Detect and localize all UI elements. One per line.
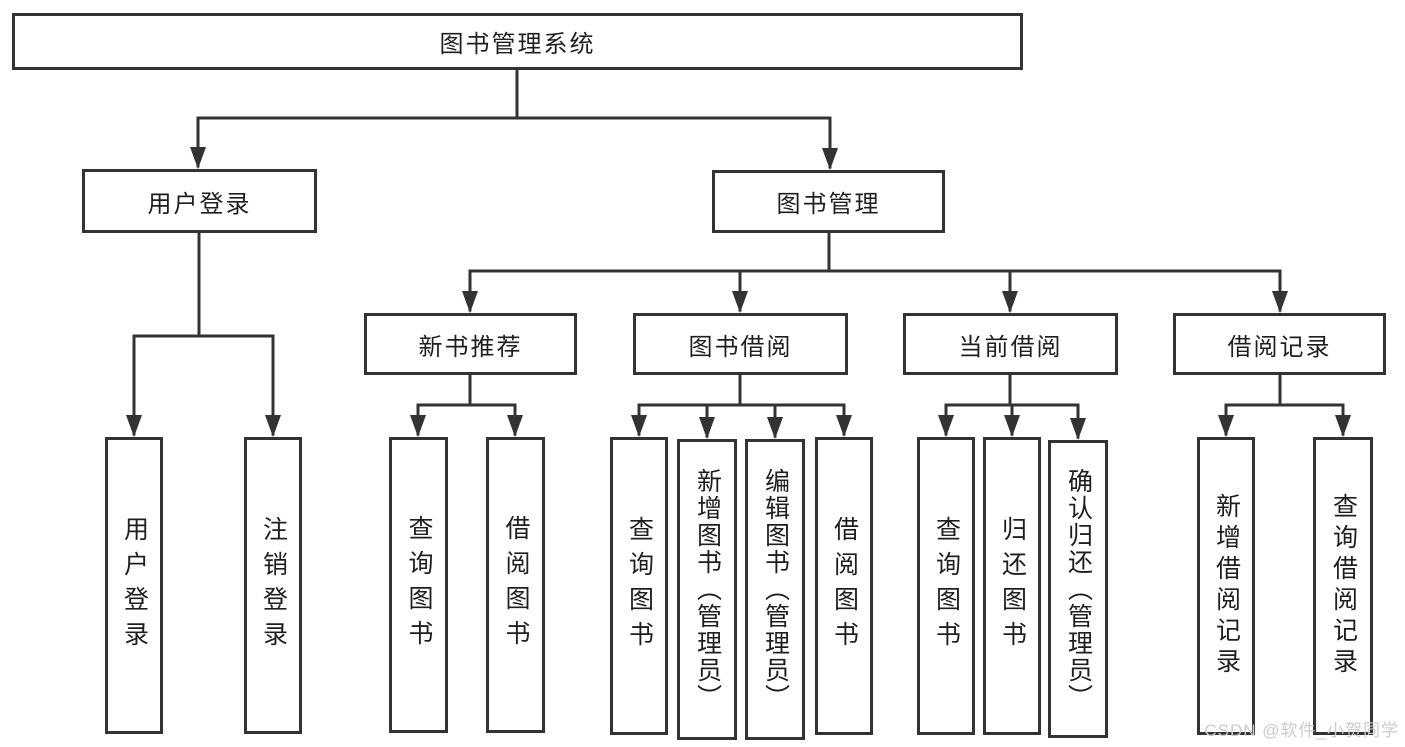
arrowhead-down-icon xyxy=(1218,415,1234,437)
node-label: 借阅图书 xyxy=(830,516,859,656)
node-cur-borrow: 当前借阅 xyxy=(903,313,1118,375)
node-label: 用户登录 xyxy=(147,190,252,218)
node-label: 图书管理 xyxy=(776,191,881,218)
node-label: 借阅记录 xyxy=(1227,333,1332,361)
node-book-mgmt: 图书管理 xyxy=(712,170,945,233)
node-login-out: 注销登录 xyxy=(244,437,302,734)
arrowhead-down-icon xyxy=(410,415,426,437)
node-label: 确认归还（管理员） xyxy=(1064,467,1093,711)
node-rec-query: 查询图书 xyxy=(389,437,448,733)
arrowhead-down-icon xyxy=(822,148,838,170)
arrowhead-down-icon xyxy=(699,417,715,439)
node-bor-add: 新增图书（管理员） xyxy=(677,439,737,740)
arrowhead-down-icon xyxy=(767,417,783,439)
node-label: 新增借阅记录 xyxy=(1212,493,1241,679)
node-label: 查询图书 xyxy=(625,516,654,656)
arrowhead-down-icon xyxy=(126,415,142,437)
node-label: 图书借阅 xyxy=(688,333,793,361)
node-label: 注销登录 xyxy=(259,515,288,656)
arrowhead-down-icon xyxy=(1272,291,1288,313)
watermark: CSDN @软件_小贺同学 xyxy=(1204,721,1399,740)
node-label: 当前借阅 xyxy=(958,333,1063,361)
node-cur-query: 查询图书 xyxy=(917,437,975,735)
arrowhead-down-icon xyxy=(190,147,206,169)
arrowhead-down-icon xyxy=(265,415,281,437)
arrowhead-down-icon xyxy=(1002,291,1018,313)
node-record-query: 查询借阅记录 xyxy=(1313,437,1373,735)
node-label: 查询借阅记录 xyxy=(1329,493,1358,679)
arrowhead-down-icon xyxy=(507,415,523,437)
node-bor-borrow: 借阅图书 xyxy=(815,437,873,735)
node-label: 新增图书（管理员） xyxy=(693,468,722,711)
node-user-login: 用户登录 xyxy=(82,169,317,233)
node-label: 编辑图书（管理员） xyxy=(761,468,790,711)
node-label: 归还图书 xyxy=(998,516,1027,656)
arrowhead-down-icon xyxy=(462,291,478,313)
node-record-add: 新增借阅记录 xyxy=(1197,437,1255,735)
arrowhead-down-icon xyxy=(1335,415,1351,437)
node-label: 用户登录 xyxy=(120,515,149,656)
node-root: 图书管理系统 xyxy=(12,13,1023,70)
arrowhead-down-icon xyxy=(732,291,748,313)
arrowhead-down-icon xyxy=(1004,415,1020,437)
arrowhead-down-icon xyxy=(938,415,954,437)
node-label: 新书推荐 xyxy=(418,333,523,361)
node-label: 借阅图书 xyxy=(502,515,530,655)
node-cur-confirm: 确认归还（管理员） xyxy=(1048,440,1108,738)
node-bor-edit: 编辑图书（管理员） xyxy=(745,439,805,740)
node-bor-query: 查询图书 xyxy=(610,437,668,735)
arrowhead-down-icon xyxy=(836,415,852,437)
node-new-book-rec: 新书推荐 xyxy=(364,313,577,375)
arrowhead-down-icon xyxy=(1070,418,1086,440)
node-label: 图书管理系统 xyxy=(439,31,596,58)
node-login-do: 用户登录 xyxy=(105,437,163,734)
arrowhead-down-icon xyxy=(631,415,647,437)
node-borrow-record: 借阅记录 xyxy=(1173,313,1386,375)
node-book-borrow: 图书借阅 xyxy=(633,313,848,375)
node-rec-borrow: 借阅图书 xyxy=(486,437,545,733)
node-label: 查询图书 xyxy=(932,516,961,656)
node-cur-return: 归还图书 xyxy=(983,437,1041,735)
node-label: 查询图书 xyxy=(405,515,433,655)
